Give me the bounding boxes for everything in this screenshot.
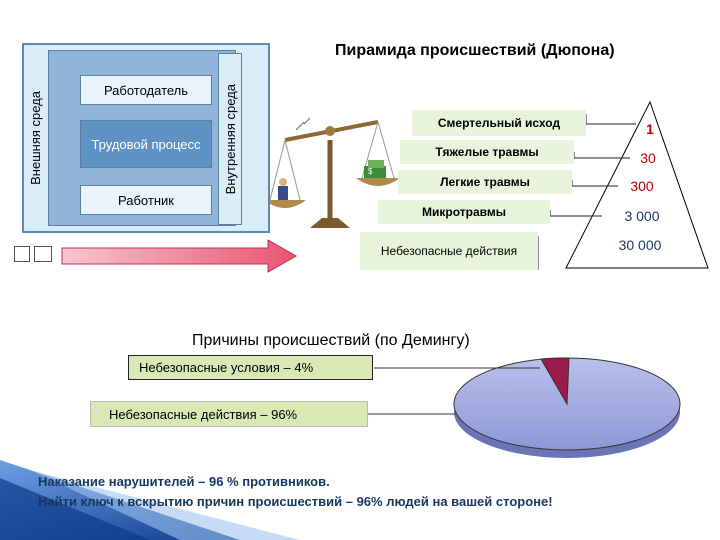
conclusion-note: Наказание нарушителей – 96 % противников… <box>38 472 553 512</box>
small-square-icon <box>34 246 52 262</box>
conclusion-line-1: Наказание нарушителей – 96 % противников… <box>38 472 553 492</box>
pyramid-value-minor: 300 <box>612 178 672 194</box>
worker-box: Работник <box>80 185 212 215</box>
incident-label-unsafe-acts: Небезопасные действия <box>360 232 538 270</box>
pyramid-value-fatal: 1 <box>620 121 680 137</box>
incident-label-micro: Микротравмы <box>378 200 550 224</box>
causes-title: Причины происшествий (по Демингу) <box>192 332 470 350</box>
cause-unsafe-conditions: Небезопасные условия – 4% <box>128 355 373 380</box>
pyramid-value-micro: 3 000 <box>612 208 672 224</box>
external-environment-label: Внешняя среда <box>24 45 46 231</box>
pyramid-value-unsafe-acts: 30 000 <box>610 237 670 253</box>
conclusion-line-2: Найти ключ к вскрытию причин происшестви… <box>38 492 553 512</box>
pyramid-value-severe: 30 <box>618 150 678 166</box>
internal-environment-text: Внутренняя среда <box>223 84 238 194</box>
process-arrow <box>62 240 296 272</box>
svg-text:$: $ <box>368 167 373 176</box>
incident-label-fatal: Смертельный исход <box>412 110 586 136</box>
labor-process-box: Трудовой процесс <box>80 120 212 168</box>
employer-box: Работодатель <box>80 75 212 105</box>
small-square-icon <box>14 246 30 262</box>
external-environment-text: Внешняя среда <box>28 91 43 185</box>
incident-label-severe: Тяжелые травмы <box>400 140 574 164</box>
incident-label-minor: Легкие травмы <box>398 170 572 194</box>
cause-unsafe-actions: Небезопасные действия – 96% <box>90 401 368 427</box>
internal-environment-label: Внутренняя среда <box>218 53 242 225</box>
causes-pie-chart <box>368 358 680 458</box>
pyramid-title: Пирамида происшествий (Дюпона) <box>335 42 615 60</box>
